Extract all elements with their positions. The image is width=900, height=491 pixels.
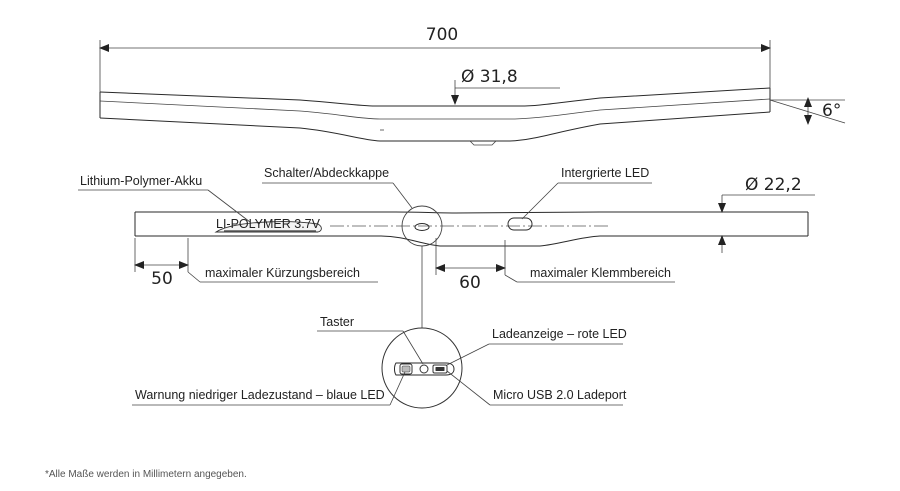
clamp-diameter-value: Ø 31,8 <box>461 67 518 87</box>
bar-inner-contour <box>99 98 771 120</box>
charge-indicator-label: Ladeanzeige – rote LED <box>492 327 627 341</box>
button-leader <box>402 330 424 365</box>
low-charge-warning-leader <box>389 371 406 406</box>
battery-pocket <box>214 221 322 233</box>
shortening-label-leader <box>187 271 201 283</box>
detail-housing <box>394 362 455 376</box>
angle-value: 6° <box>822 101 841 121</box>
switch-detail-view: Taster Ladeanzeige – rote LED Warnung ni… <box>132 315 627 409</box>
charge-indicator-leader <box>446 343 490 366</box>
shortening-value: 50 <box>151 269 173 289</box>
battery-print-text: LI-POLYMER 3.7V <box>216 217 321 231</box>
bar2-outline-bottom <box>135 235 808 247</box>
footnote: *Alle Maße werden in Millimetern angegeb… <box>45 469 247 480</box>
button-label: Taster <box>320 315 354 329</box>
switch-cap-leader <box>392 182 413 209</box>
max-shortening-label: maximaler Kürzungsbereich <box>205 266 360 280</box>
clamp-label-leader <box>504 274 518 283</box>
blue-led-icon <box>401 365 411 373</box>
usb-port-label: Micro USB 2.0 Ladeport <box>493 388 627 402</box>
bottom-port-detail <box>469 140 497 146</box>
low-charge-warning-label: Warnung niedriger Ladezustand – blaue LE… <box>135 388 385 402</box>
led-oval <box>507 217 533 231</box>
detail-circle <box>381 327 463 409</box>
bar2-outline-top <box>135 211 808 214</box>
top-view: 700 Ø 31,8 6° <box>99 25 846 146</box>
bar-diameter-value: Ø 22,2 <box>745 175 802 195</box>
blue-led-window <box>399 363 413 375</box>
switch-oval <box>414 223 430 231</box>
usb-port-leader <box>446 370 491 406</box>
integrated-led-label: Intergrierte LED <box>561 166 649 180</box>
clamp-length-value: 60 <box>459 273 481 293</box>
usb-port-icon <box>432 364 448 374</box>
usb-port-slot <box>435 367 445 371</box>
middle-view: LI-POLYMER 3.7V Lithium-Polymer-Akku Sch… <box>78 166 815 328</box>
bar-outline-bottom <box>99 111 771 142</box>
bar-outline-top <box>99 87 771 107</box>
total-width-value: 700 <box>426 25 458 45</box>
battery-leader <box>207 189 251 223</box>
max-clamp-label: maximaler Klemmbereich <box>530 266 671 280</box>
integrated-led-leader <box>521 182 559 220</box>
switch-cap-label: Schalter/Abdeckkappe <box>264 166 389 180</box>
battery-label: Lithium-Polymer-Akku <box>80 174 202 188</box>
taster-button-icon <box>419 364 429 374</box>
